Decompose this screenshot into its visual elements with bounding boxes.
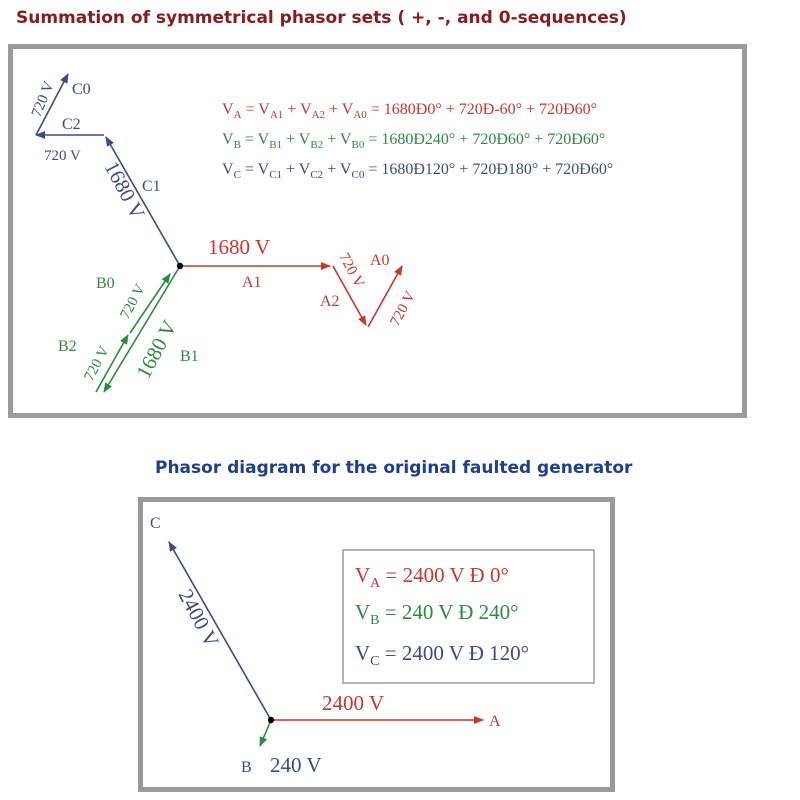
equation-bottom-vc: VC = 2400 V Ð 120° — [355, 641, 529, 669]
magnitude-a2: 720 V — [335, 250, 366, 290]
equation-vc: VC = VC1 + VC2 + VC0 = 1680Ð120° + 720Ð1… — [222, 161, 613, 181]
phasor-c1-line — [105, 136, 181, 267]
origin-dot — [176, 262, 184, 270]
equation-bottom-vb: VB = 240 V Ð 240° — [355, 600, 519, 628]
label-a1: A1 — [242, 274, 262, 291]
phasor-c-line — [168, 541, 272, 721]
equation-va: VA = VA1 + VA2 + VA0 = 1680Ð0° + 720Ð-60… — [222, 101, 597, 121]
label-c0: C0 — [72, 81, 91, 98]
top-diagram-panel — [8, 44, 747, 418]
equation-box — [342, 549, 595, 684]
phasor-c0-line — [35, 73, 69, 136]
label-a: A — [489, 713, 501, 730]
equation-vb: VB = VB1 + VB2 + VB0 = 1680Ð240° + 720Ð6… — [222, 131, 605, 151]
magnitude-b: 240 V — [270, 753, 322, 777]
phasor-b1-line — [103, 265, 181, 393]
label-c1: C1 — [142, 178, 161, 195]
bottom-diagram-panel — [138, 497, 615, 792]
magnitude-c0: 720 V — [29, 79, 58, 119]
phasor-b2-line — [95, 334, 129, 393]
phasor-b0-line — [129, 273, 171, 334]
label-a2: A2 — [320, 293, 340, 310]
phasor-a2-line — [332, 265, 367, 326]
equation-bottom-va: VA = 2400 V Ð 0° — [355, 563, 509, 591]
magnitude-b0: 720 V — [117, 282, 148, 322]
phasor-b-line — [259, 719, 272, 747]
bottom-diagram-title: Phasor diagram for the original faulted … — [155, 458, 633, 478]
label-b2: B2 — [58, 338, 77, 355]
label-b0: B0 — [96, 275, 115, 292]
phasor-a0-line — [367, 265, 403, 328]
top-diagram-title: Summation of symmetrical phasor sets ( +… — [16, 8, 627, 28]
label-a0: A0 — [370, 252, 390, 269]
label-c2: C2 — [62, 116, 81, 133]
magnitude-a: 2400 V — [322, 691, 384, 715]
magnitude-b2: 720 V — [81, 344, 112, 384]
top-phasor-group: A1 A2 A0 B1 B2 B0 C1 C2 C0 1680 V 720 V … — [29, 73, 613, 393]
label-b: B — [241, 759, 252, 776]
label-b1: B1 — [180, 348, 199, 365]
bottom-phasor-group: A B C 2400 V 240 V 2400 V VA = 2400 V Ð … — [150, 515, 595, 777]
magnitude-c: 2400 V — [174, 585, 224, 651]
origin-dot-bottom — [267, 716, 275, 724]
magnitude-a1: 1680 V — [208, 235, 270, 259]
label-c: C — [150, 515, 161, 532]
magnitude-c2: 720 V — [44, 148, 81, 164]
magnitude-a0: 720 V — [387, 289, 418, 329]
magnitude-b1: 1680 V — [131, 316, 181, 382]
